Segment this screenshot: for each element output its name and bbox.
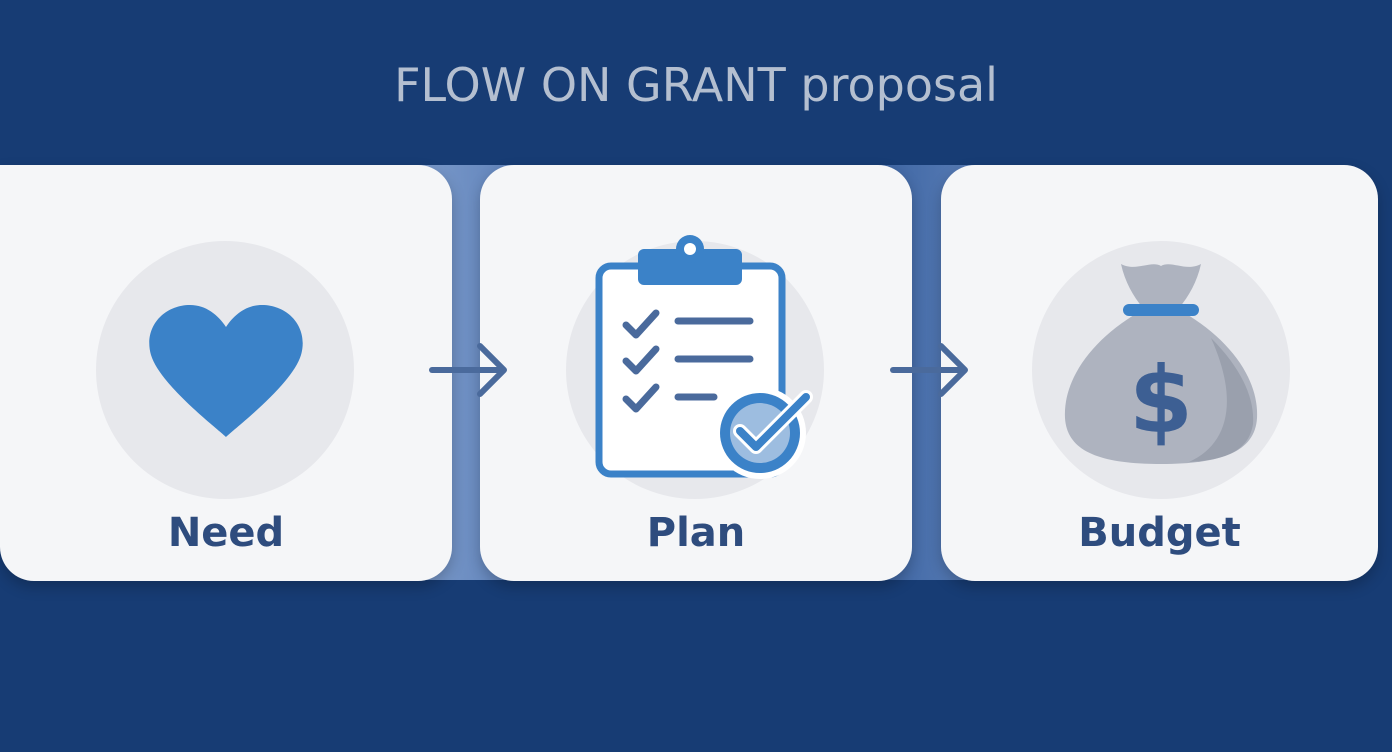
money-bag-icon: $ [1064, 264, 1258, 464]
step-label-budget: Budget [1078, 510, 1241, 556]
step-card-budget: $ Budget [941, 165, 1378, 581]
step-card-need: Need [0, 165, 452, 581]
clipboard-checklist-icon [595, 235, 813, 479]
svg-text:$: $ [1129, 347, 1193, 454]
step-card-plan: Plan [480, 165, 912, 581]
step-label-need: Need [167, 510, 285, 556]
diagram-title: FLOW ON GRANT proposal [394, 58, 998, 112]
arrow-right-icon [429, 343, 507, 397]
arrow-right-icon [890, 343, 968, 397]
step-label-plan: Plan [646, 510, 746, 556]
heart-icon [149, 305, 303, 437]
